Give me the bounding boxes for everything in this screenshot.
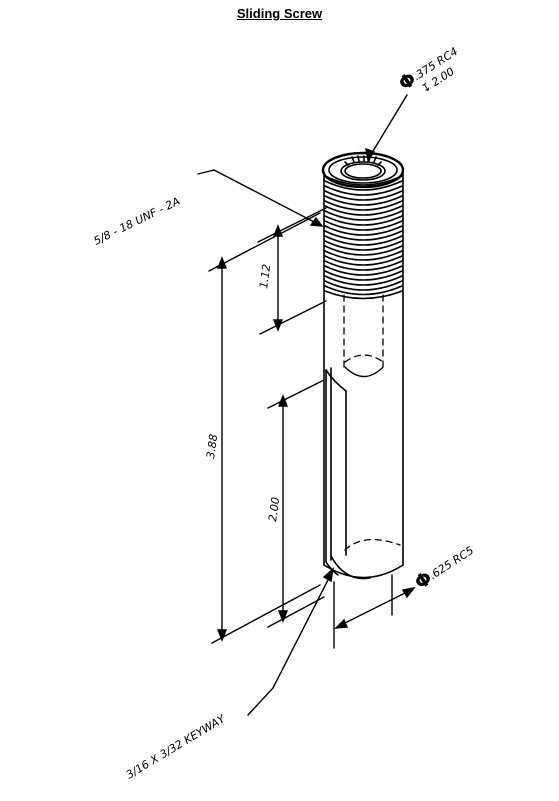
- thread-spec-label: 5/8 - 18 UNF - 2A: [92, 195, 182, 248]
- thread-section: [323, 171, 404, 300]
- keyway-length-dimension: [267, 379, 325, 628]
- shaft-body: [323, 294, 404, 580]
- thread-length-dimension: [257, 207, 327, 335]
- keyway-length-label: 2.00: [266, 496, 282, 522]
- thread-length-label: 1.12: [257, 263, 273, 289]
- keyway-spec-label: 3/16 X 3/32 KEYWAY: [124, 712, 229, 782]
- keyway-slot: [325, 367, 347, 576]
- page-title: Sliding Screw: [236, 6, 323, 21]
- shaft-diameter-label: .625 RC5: [427, 544, 476, 582]
- bore-opening: [321, 151, 405, 189]
- shaft-diameter-dimension: [333, 574, 416, 649]
- bore-leader: [365, 94, 408, 162]
- overall-length-label: 3.88: [204, 433, 220, 459]
- thread-leader: [197, 169, 324, 227]
- keyway-leader: [247, 567, 335, 716]
- overall-length-dimension: [208, 212, 321, 644]
